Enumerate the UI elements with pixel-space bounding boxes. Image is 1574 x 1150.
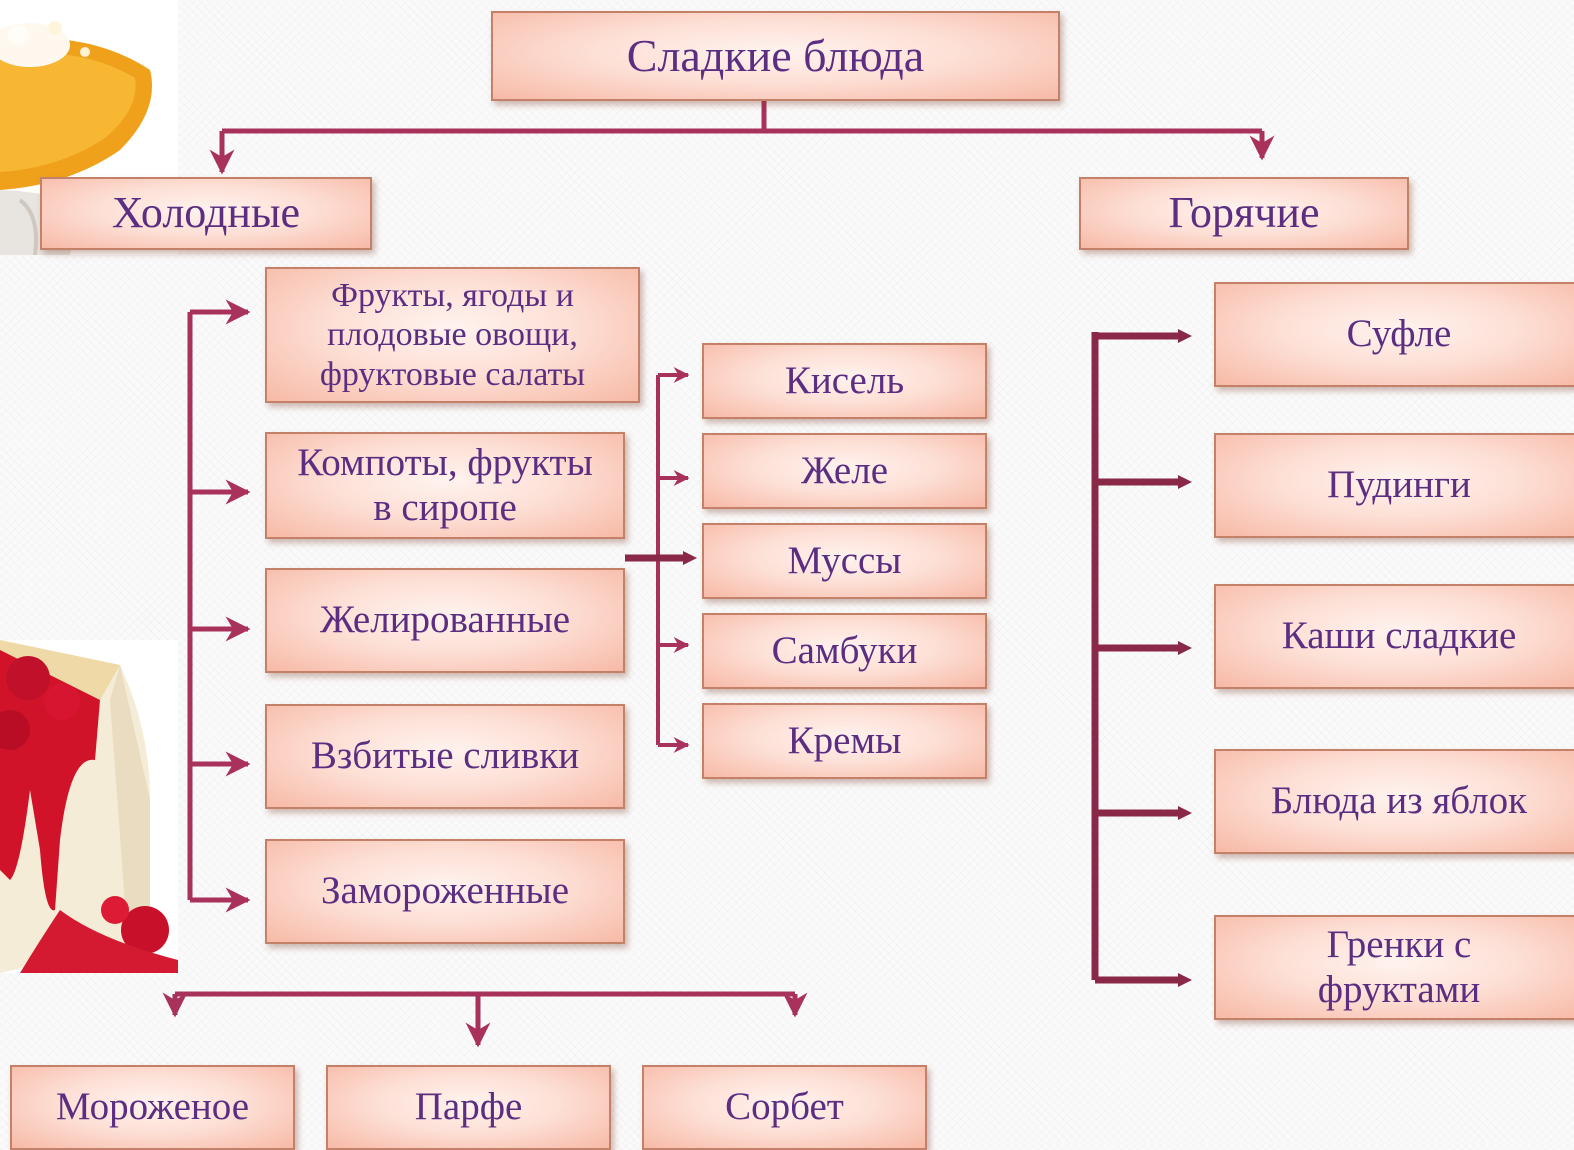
- cold-connector: [187, 299, 251, 913]
- cheesecake-raspberry-photo: [0, 640, 178, 973]
- hot-item-label: Гренки с фруктами: [1317, 922, 1481, 1011]
- hot-item-apple-dishes: Блюда из яблок: [1214, 749, 1574, 854]
- hot-item-label: Каши сладкие: [1281, 614, 1517, 658]
- frozen-item-sorbet: Сорбет: [642, 1065, 927, 1150]
- root-label: Сладкие блюда: [626, 29, 925, 81]
- hot-connector: [1091, 329, 1192, 987]
- frozen-item-parfait: Парфе: [326, 1065, 611, 1150]
- cold-item-label: Компоты, фрукты в сиропе: [297, 440, 593, 529]
- jellied-item-creams: Кремы: [702, 703, 987, 779]
- frozen-item-ice-cream: Мороженое: [10, 1065, 295, 1150]
- jellied-item-label: Муссы: [787, 538, 902, 582]
- jellied-item-label: Кремы: [787, 718, 902, 762]
- cold-item-label: Замороженные: [320, 869, 570, 913]
- jellied-item-label: Желе: [800, 448, 889, 492]
- hot-item-label: Блюда из яблок: [1270, 779, 1528, 823]
- hot-item-label: Пудинги: [1327, 463, 1471, 507]
- hot-item-label: Суфле: [1346, 312, 1452, 356]
- cold-item-jellied: Желированные: [265, 568, 625, 673]
- jellied-item-sambuca: Самбуки: [702, 613, 987, 689]
- hot-item-sweet-porridge: Каши сладкие: [1214, 584, 1574, 689]
- cold-item-label: Взбитые сливки: [310, 734, 580, 778]
- root-node: Сладкие блюда: [491, 11, 1060, 101]
- root-connector: [209, 100, 1275, 175]
- cold-category-label: Холодные: [111, 188, 301, 238]
- jellied-item-kissel: Кисель: [702, 343, 987, 419]
- hot-category-label: Горячие: [1168, 188, 1320, 238]
- hot-item-souffle: Суфле: [1214, 282, 1574, 387]
- frozen-item-label: Мороженое: [55, 1085, 250, 1129]
- jellied-item-label: Самбуки: [771, 628, 918, 672]
- cold-item-label: Желированные: [319, 598, 571, 642]
- jellied-item-label: Кисель: [784, 358, 905, 402]
- cold-item-frozen: Замороженные: [265, 839, 625, 944]
- jellied-item-jelly: Желе: [702, 433, 987, 509]
- cold-item-fruits: Фрукты, ягоды и плодовые овощи, фруктовы…: [265, 267, 640, 403]
- cold-item-whipped-cream: Взбитые сливки: [265, 704, 625, 809]
- frozen-connector: [162, 991, 808, 1048]
- frozen-item-label: Парфе: [414, 1085, 523, 1129]
- hot-item-puddings: Пудинги: [1214, 433, 1574, 538]
- cold-category-node: Холодные: [40, 177, 372, 250]
- frozen-item-label: Сорбет: [725, 1085, 844, 1129]
- cold-item-label: Фрукты, ягоды и плодовые овощи, фруктовы…: [319, 277, 586, 393]
- hot-item-fruit-toasts: Гренки с фруктами: [1214, 915, 1574, 1020]
- jellied-item-mousse: Муссы: [702, 523, 987, 599]
- hot-category-node: Горячие: [1079, 177, 1409, 250]
- cold-item-compotes: Компоты, фрукты в сиропе: [265, 432, 625, 539]
